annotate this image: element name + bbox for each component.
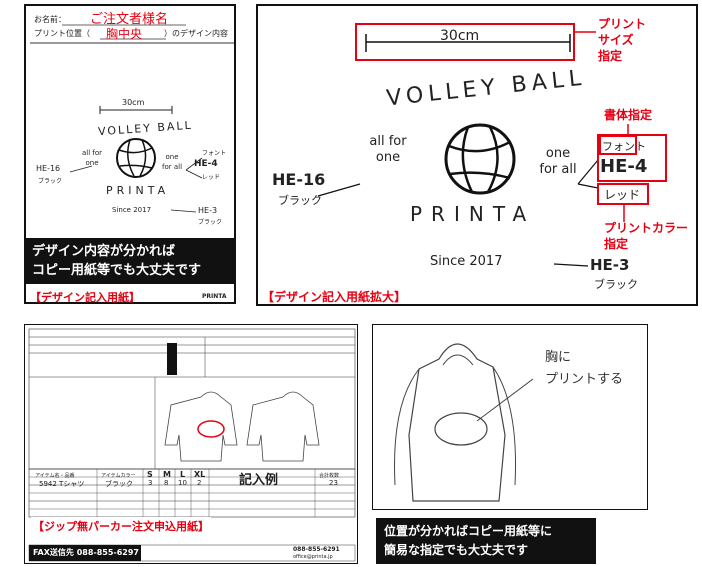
color-header: アイテムカラー bbox=[101, 473, 136, 479]
size-header-m: M bbox=[163, 470, 171, 479]
enlarged-left-small: all for one bbox=[369, 134, 407, 165]
he16-text: HE-16 bbox=[36, 164, 61, 173]
arc-bottom-text: PRINTA bbox=[106, 184, 170, 197]
label-font-spec: 書体指定 bbox=[604, 108, 653, 122]
position-value: 胸中央 bbox=[106, 27, 143, 41]
row1-item: 5942 Tシャツ bbox=[39, 480, 85, 488]
hoodie-order-form-panel: アイテム名・品番 アイテムカラー 合計枚数 S M L XL 記入例 5942 … bbox=[24, 324, 358, 564]
label-print-color: プリントカラー 指定 bbox=[604, 221, 689, 251]
he3-color-text: ブラック bbox=[198, 219, 223, 226]
left-small-text: all for one bbox=[81, 149, 103, 167]
enlarged-right-small: one for all bbox=[539, 146, 577, 177]
design-form-lines bbox=[30, 24, 234, 213]
black-caption-line2: コピー用紙等でも大丈夫です bbox=[32, 263, 202, 278]
enlarged-font: フォント bbox=[602, 140, 646, 153]
design-form-panel: お名前： ご注文者様名 プリント位置（ 胸中央 ）のデザイン内容 30cm VO… bbox=[24, 4, 236, 304]
enlarged-arc-bottom: PRINTA bbox=[410, 202, 536, 226]
size-header-xl: XL bbox=[194, 470, 206, 479]
name-value: ご注文者様名 bbox=[90, 12, 169, 27]
hoodie-sketch bbox=[394, 343, 534, 502]
row1-size-s: 3 bbox=[148, 479, 153, 487]
total-header: 合計枚数 bbox=[319, 473, 340, 479]
row1-size-m: 8 bbox=[164, 479, 169, 487]
design-form-caption: 【デザイン記入用紙】 bbox=[30, 291, 140, 304]
row1-total: 23 bbox=[329, 479, 338, 487]
example-label: 記入例 bbox=[239, 473, 279, 488]
enlarged-he4: HE-4 bbox=[600, 156, 648, 177]
enlarged-size-text: 30cm bbox=[440, 28, 480, 44]
enlarged-lines bbox=[317, 23, 667, 267]
row1-size-xl: 2 bbox=[197, 479, 202, 487]
hoodie-caption-line2: 簡易な指定でも大丈夫です bbox=[384, 543, 529, 557]
size-header-s: S bbox=[147, 470, 153, 479]
phone-number: 088-855-6291 bbox=[293, 546, 340, 553]
position-suffix: ）のデザイン内容 bbox=[164, 29, 228, 38]
he16-color-text: ブラック bbox=[38, 178, 63, 185]
design-form-enlarged-panel: 30cm VOLLEY BALL PRINTA all for one one … bbox=[256, 4, 698, 306]
enlarged-he4-color: レッド bbox=[604, 188, 641, 202]
enlarged-he3: HE-3 bbox=[590, 256, 630, 274]
he4-text: HE-4 bbox=[194, 159, 218, 169]
order-form-grid bbox=[28, 328, 356, 562]
enlarged-since: Since 2017 bbox=[430, 254, 503, 269]
item-header: アイテム名・品番 bbox=[35, 473, 75, 479]
row1-color: ブラック bbox=[105, 480, 133, 488]
size-header-l: L bbox=[180, 470, 186, 479]
he3-text: HE-3 bbox=[198, 206, 218, 215]
black-caption-line1: デザイン内容が分かれば bbox=[32, 244, 176, 259]
printa-logo: PRINTA bbox=[202, 293, 227, 300]
email-address: office@printa.jp bbox=[293, 554, 333, 560]
label-print-size: プリント サイズ 指定 bbox=[598, 17, 647, 63]
right-small-text: one for all bbox=[161, 153, 183, 171]
enlarged-he16: HE-16 bbox=[272, 170, 326, 189]
hoodie-caption-line1: 位置が分かればコピー用紙等に bbox=[384, 524, 553, 538]
row1-size-l: 10 bbox=[178, 479, 187, 487]
name-label: お名前： bbox=[34, 15, 66, 24]
he4-color-text: レッド bbox=[202, 174, 221, 181]
hoodie-sketch-panel: 胸に プリントする bbox=[372, 324, 648, 510]
fax-number: FAX送信先 088-855-6297 bbox=[33, 548, 139, 557]
since-text: Since 2017 bbox=[112, 206, 152, 214]
enlarged-he3-color: ブラック bbox=[594, 278, 638, 291]
font-text: フォント bbox=[202, 150, 227, 157]
print-size-text: 30cm bbox=[122, 98, 145, 107]
black-caption: デザイン内容が分かれば コピー用紙等でも大丈夫です bbox=[26, 238, 234, 284]
enlarged-caption: 【デザイン記入用紙拡大】 bbox=[262, 290, 407, 304]
position-label: プリント位置（ bbox=[34, 29, 90, 38]
hoodie-note: 胸に プリントする bbox=[545, 350, 624, 387]
order-form-caption: 【ジップ無パーカー注文申込用紙】 bbox=[31, 517, 211, 535]
enlarged-he16-color: ブラック bbox=[278, 194, 322, 207]
hoodie-black-caption: 位置が分かればコピー用紙等に 簡易な指定でも大丈夫です bbox=[376, 518, 596, 564]
